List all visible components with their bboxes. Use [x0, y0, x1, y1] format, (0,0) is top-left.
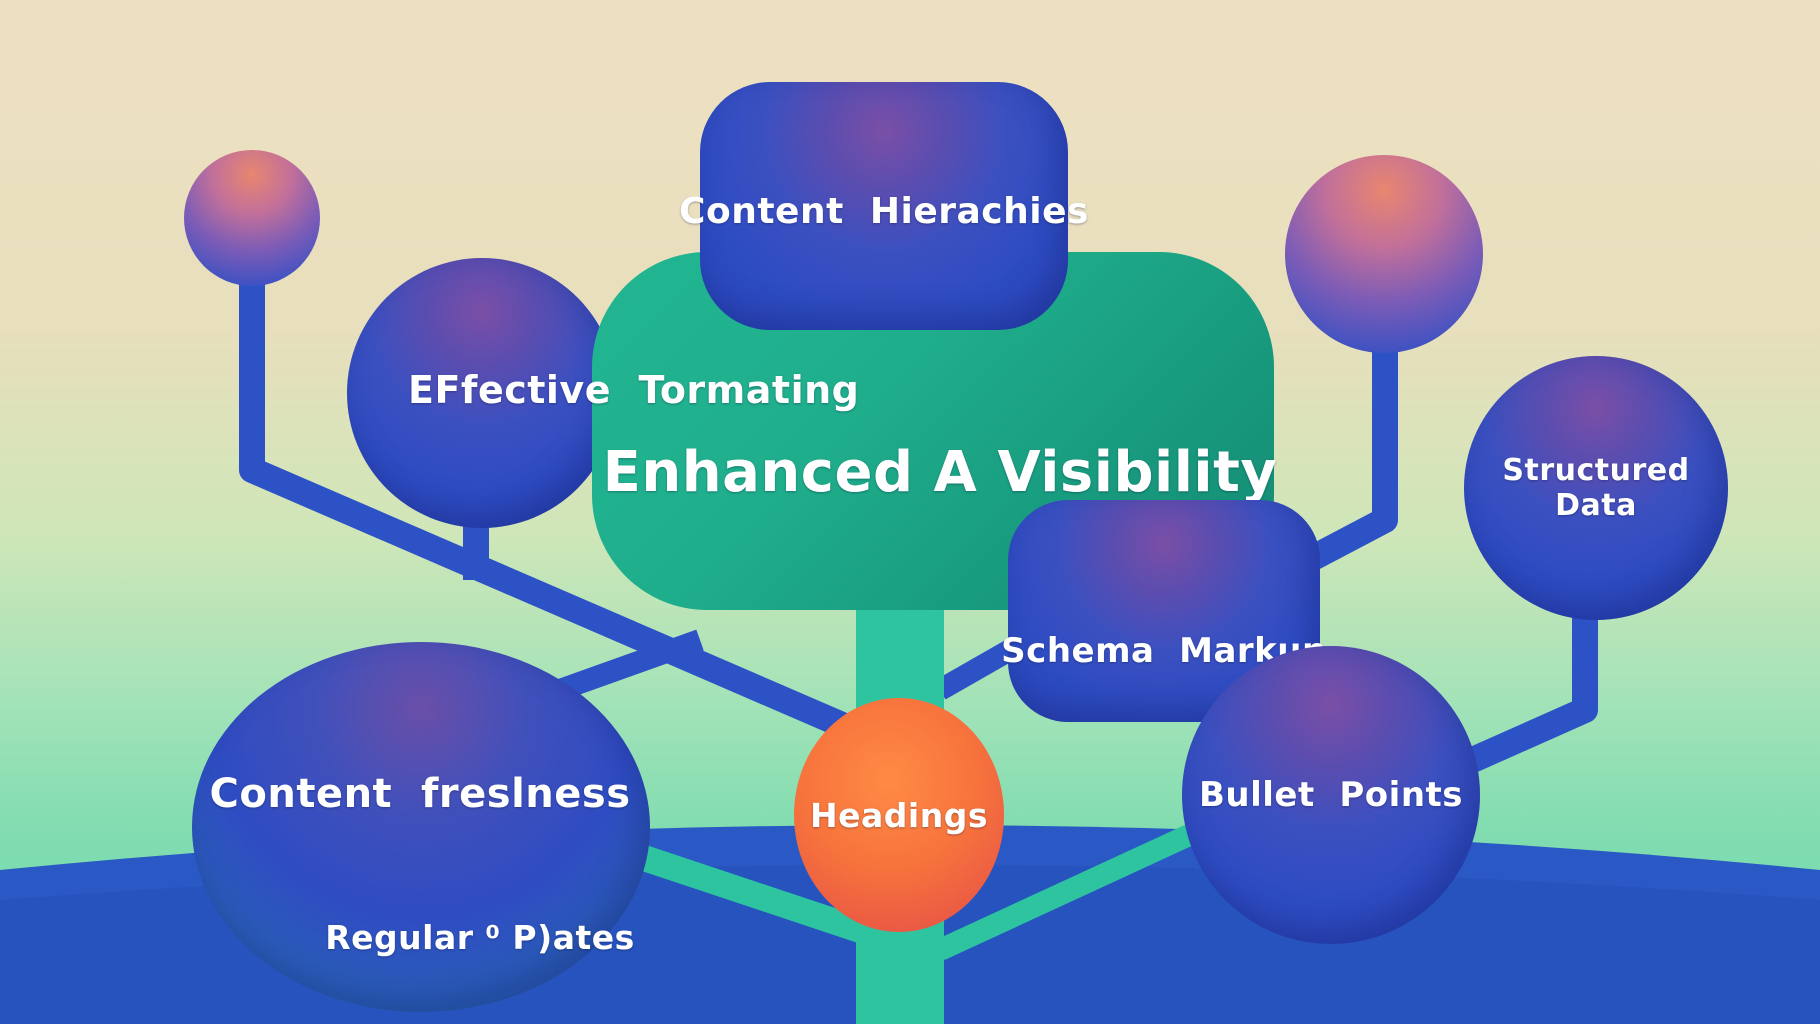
enhanced-visibility-label: Enhanced A Visibility: [602, 439, 1278, 505]
branch-right-low: [935, 820, 1205, 960]
headings-node: Headings: [794, 698, 1004, 932]
connector-freshness: [556, 629, 704, 701]
branch-left-low: [615, 837, 865, 943]
structured-data-label-line2: Data: [1555, 488, 1637, 523]
connector-schema: [934, 640, 1016, 700]
headings-label: Headings: [810, 795, 988, 835]
left-orb: [184, 150, 320, 286]
connector-structured: [1444, 600, 1598, 782]
structured-data-node: Structured Data: [1464, 356, 1728, 620]
connector-right-orb: [1283, 345, 1398, 582]
content-freshness-node: [192, 642, 650, 1012]
bullet-points-label: Bullet Points: [1198, 775, 1464, 815]
structured-data-label-line1: Structured: [1502, 453, 1690, 488]
content-hierarchies-node: Content Hierachies: [679, 82, 1088, 330]
right-orb: [1285, 155, 1483, 353]
effective-formatting-node: [347, 258, 617, 528]
bullet-points-node: Bullet Points: [1182, 646, 1480, 944]
content-freshness-label: Content freslness: [209, 771, 631, 817]
content-hierarchies-label: Content Hierachies: [679, 190, 1089, 232]
regular-updates-label: Regular ⁰ P)ates: [325, 917, 635, 957]
effective-formatting-label: EFfective Tormating: [408, 368, 860, 412]
